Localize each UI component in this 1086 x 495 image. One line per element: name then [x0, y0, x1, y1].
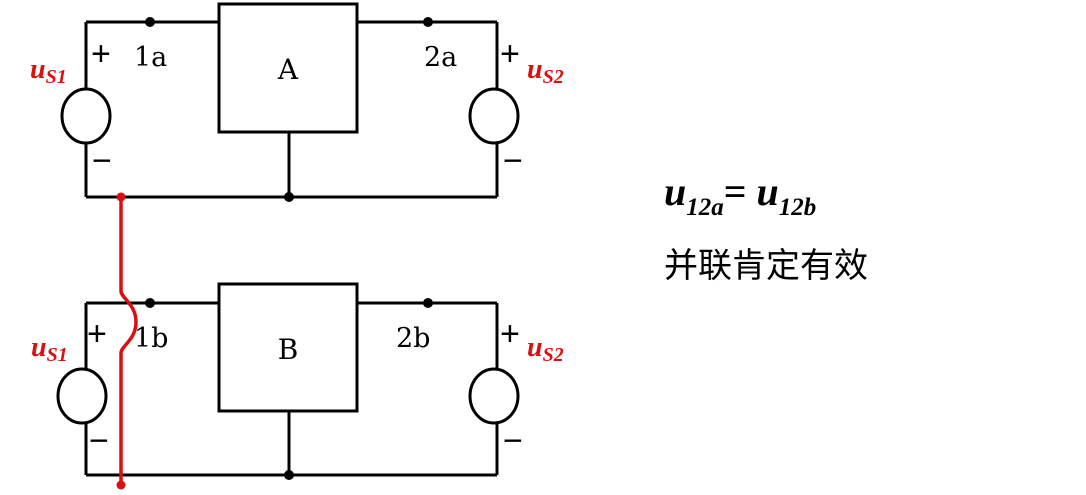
box-b-label: B: [278, 333, 299, 366]
equation: u12a= u12b: [664, 168, 816, 222]
voltage-source-a-right: [468, 87, 520, 145]
minus-sign-a-left: −: [92, 142, 112, 180]
red-junction-bottom: [116, 480, 126, 490]
plus-sign-b-left: +: [87, 315, 107, 353]
equation-lhs: u: [664, 169, 687, 214]
node-dot-2a: [423, 17, 433, 27]
box-a-label: A: [277, 53, 299, 86]
voltage-source-b-left: [56, 367, 108, 425]
equation-rhs: u: [756, 169, 779, 214]
red-connecting-wire: [119, 197, 138, 484]
source-label-a-right: uS2: [527, 54, 564, 88]
equation-rhs-subscript: 12b: [778, 194, 817, 221]
red-junction-top: [116, 192, 126, 202]
circuit-a: A 1a 2a + − + − uS1 uS2: [30, 2, 564, 202]
minus-sign-a-right: −: [503, 142, 523, 180]
node-label-2a: 2a: [424, 42, 457, 73]
minus-sign-b-left: −: [89, 422, 109, 460]
plus-sign-a-right: +: [500, 35, 520, 73]
two-port-box-b: [217, 282, 359, 413]
source-label-b-right: uS2: [527, 332, 564, 366]
voltage-source-b-right: [468, 367, 520, 425]
two-port-box-a: [217, 2, 359, 134]
plus-sign-b-right: +: [500, 315, 520, 353]
node-label-1a: 1a: [134, 42, 167, 73]
source-label-b-left: uS1: [31, 332, 68, 366]
node-dot-1b: [145, 298, 155, 308]
equation-lhs-subscript: 12a: [686, 194, 724, 221]
parallel-connection: [116, 192, 138, 490]
conclusion-note: 并联肯定有效: [664, 246, 868, 286]
node-dot-a-ground: [284, 192, 294, 202]
node-dot-2b: [423, 298, 433, 308]
node-dot-b-ground: [284, 470, 294, 480]
node-label-1b: 1b: [134, 323, 168, 354]
plus-sign-a-left: +: [91, 35, 111, 73]
node-label-2b: 2b: [396, 323, 430, 354]
voltage-source-a-left: [60, 87, 112, 145]
circuit-b: B 1b 2b + − + − uS1 uS2: [31, 282, 564, 480]
minus-sign-b-right: −: [503, 422, 523, 460]
source-label-a-left: uS1: [30, 54, 67, 88]
equation-equals: =: [723, 169, 747, 214]
node-dot-1a: [145, 17, 155, 27]
